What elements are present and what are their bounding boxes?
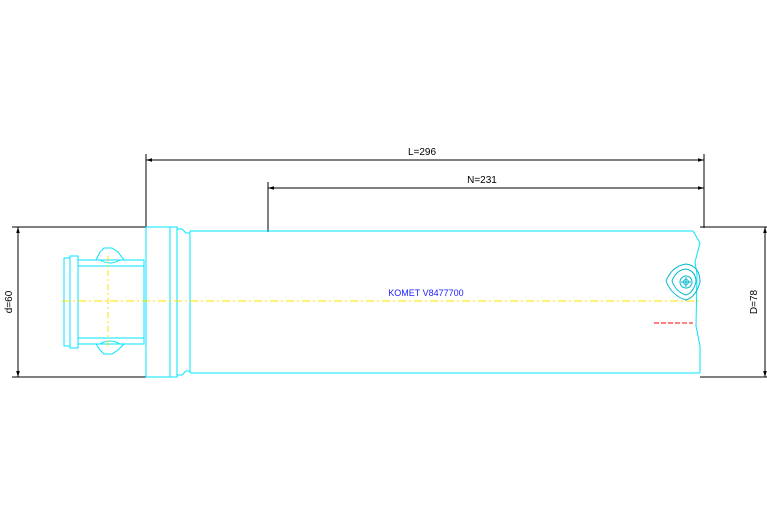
- centerline: [62, 256, 700, 348]
- flange: [145, 226, 190, 378]
- shank-diameter-label: d=60: [4, 290, 15, 313]
- overall-length-label: L=296: [408, 147, 437, 158]
- tool-outline: [63, 226, 701, 378]
- insert-screw-icon: [679, 275, 693, 289]
- tool-designation: KOMET V8477700: [388, 288, 463, 298]
- shank-coupling: [63, 247, 145, 355]
- usable-length-label: N=231: [467, 175, 497, 186]
- triangular-insert-icon: [665, 263, 701, 301]
- dimension-lines: [12, 154, 767, 378]
- tool-body: [189, 230, 701, 374]
- cutting-diameter-label: D=78: [749, 289, 760, 314]
